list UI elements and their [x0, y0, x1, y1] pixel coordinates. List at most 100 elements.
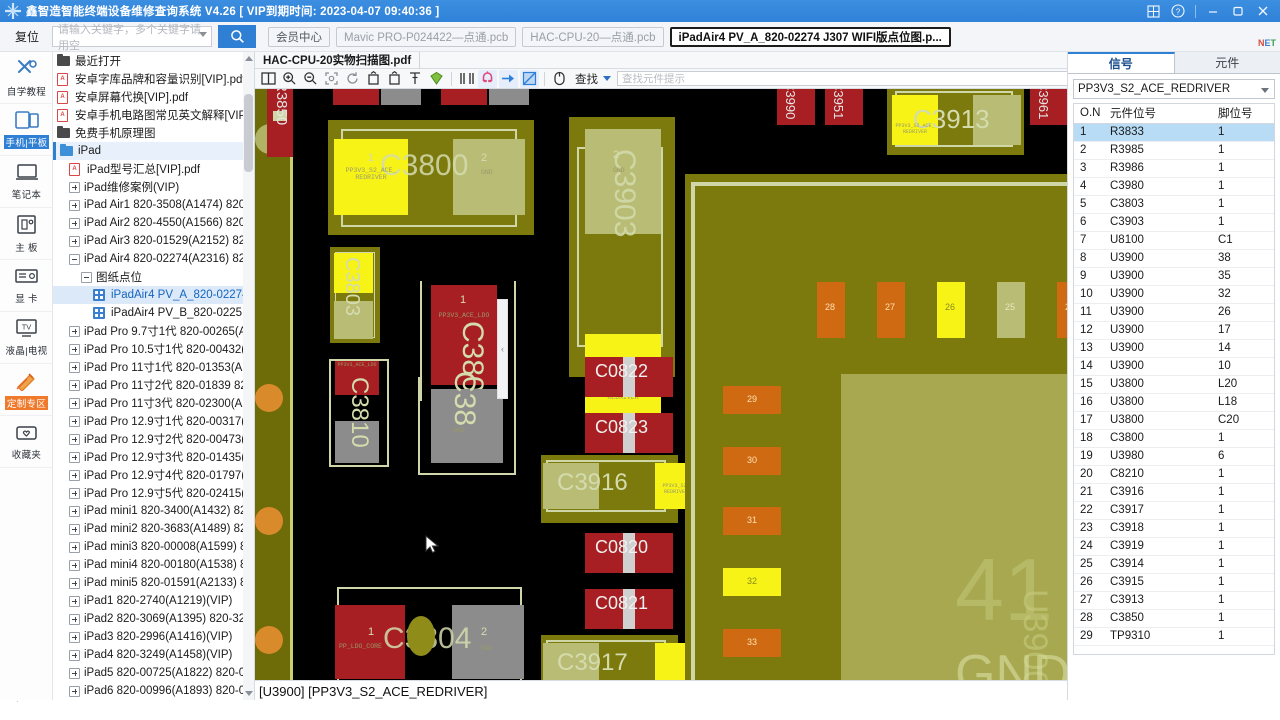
scroll-down-icon[interactable]: [245, 691, 253, 696]
close-icon[interactable]: [1255, 3, 1271, 19]
pad-U3900-32[interactable]: [723, 568, 781, 596]
rail-item-graphics-card[interactable]: 显 卡: [0, 260, 53, 312]
pad-C3917-2[interactable]: [543, 643, 599, 680]
tree-item[interactable]: iPad维修案例(VIP): [53, 178, 248, 196]
pad-U3900-27[interactable]: [877, 282, 905, 338]
component-C3804-1[interactable]: [335, 605, 405, 679]
pad-C3803-2[interactable]: [334, 301, 373, 339]
rail-item-favorites[interactable]: 收藏夹: [0, 416, 53, 468]
tree-item[interactable]: iPad Pro 12.9寸5代 820-02415(A2...: [53, 484, 254, 502]
zoom-in-icon[interactable]: [280, 70, 299, 88]
tree-item[interactable]: iPad Pro 12.9寸1代 820-00317(A1...: [53, 412, 254, 430]
expand-icon[interactable]: [69, 667, 80, 679]
pad-C3913-1[interactable]: [892, 95, 938, 145]
expand-icon[interactable]: [69, 325, 80, 337]
tree-scrollbar[interactable]: [243, 52, 254, 700]
expand-icon[interactable]: [69, 541, 80, 553]
chevron-down-icon[interactable]: [199, 32, 207, 37]
expand-icon[interactable]: [69, 469, 80, 481]
expand-icon[interactable]: [69, 487, 80, 499]
maximize-icon[interactable]: [1230, 3, 1246, 19]
pad-C3916-2[interactable]: [543, 463, 599, 509]
expand-icon[interactable]: [69, 235, 80, 247]
diamond-icon[interactable]: [427, 70, 446, 88]
rotate-icon[interactable]: [343, 70, 362, 88]
pcb-viewer-canvas[interactable]: R3850 R3817 R3890 C3800 1 2 PP3V3_S2_ACE…: [255, 89, 1067, 680]
tree-item[interactable]: iPad mini3 820-00008(A1599) 820...: [53, 538, 254, 556]
tree-item[interactable]: iPad Pro 11寸1代 820-01353(A198...: [53, 358, 254, 376]
pad-U3900-24[interactable]: [1057, 282, 1067, 338]
tree-item[interactable]: iPad Pro 9.7寸1代 820-00265(A16...: [53, 322, 254, 340]
collapse-panel-handle[interactable]: ‹: [497, 299, 508, 399]
expand-icon[interactable]: [69, 361, 80, 373]
pad-C3810-2[interactable]: [335, 421, 379, 463]
minimize-icon[interactable]: [1205, 3, 1221, 19]
tree-item[interactable]: iPadAir4 PV_B_820-02251 J...: [53, 304, 254, 322]
collapse-icon[interactable]: [69, 253, 80, 265]
magnet-icon[interactable]: [478, 69, 497, 88]
component-C3810[interactable]: [335, 361, 379, 395]
component-C3951[interactable]: [825, 89, 863, 125]
tree-item[interactable]: iPad6 820-00996(A1893) 820-013...: [53, 682, 254, 700]
step-forward-icon[interactable]: [499, 69, 518, 88]
pad-U3900-28[interactable]: [817, 282, 845, 338]
tree-item[interactable]: iPad: [53, 142, 248, 160]
tree-item[interactable]: iPad Pro 11寸3代 820-02300(A237...: [53, 394, 254, 412]
mirror-icon[interactable]: [457, 70, 476, 88]
pad-C38xx-2[interactable]: [431, 389, 503, 463]
tree-item[interactable]: 免费手机原理图: [53, 124, 248, 142]
chevron-down-icon[interactable]: [1261, 88, 1269, 93]
flip-horizontal-icon[interactable]: [385, 70, 404, 88]
two-page-view-icon[interactable]: [259, 70, 278, 88]
tree-item[interactable]: iPad Air4 820-02274(A2316) 820-...: [53, 250, 254, 268]
pad-C3804-2[interactable]: [452, 605, 524, 679]
sub-tab-hac-cpu-20-scan[interactable]: HAC-CPU-20实物扫描图.pdf: [255, 51, 421, 69]
rail-item-laptop[interactable]: 笔记本: [0, 156, 53, 208]
expand-icon[interactable]: [69, 397, 80, 409]
component-R3850[interactable]: [267, 89, 293, 157]
tree-item[interactable]: iPad Pro 12.9寸4代 820-01797(A2...: [53, 466, 254, 484]
expand-icon[interactable]: [69, 631, 80, 643]
collapse-icon[interactable]: [81, 271, 92, 283]
net-select[interactable]: PP3V3_S2_ACE_REDRIVER: [1073, 79, 1275, 99]
tab-signal[interactable]: 信号: [1068, 52, 1175, 73]
expand-icon[interactable]: [69, 217, 80, 229]
expand-icon[interactable]: [69, 181, 80, 193]
expand-icon[interactable]: [69, 379, 80, 391]
pad-U3900-29[interactable]: [723, 386, 781, 414]
expand-icon[interactable]: [69, 649, 80, 661]
expand-icon[interactable]: [69, 595, 80, 607]
reset-button[interactable]: 复位: [8, 25, 46, 48]
pad-U3900-31[interactable]: [723, 507, 781, 535]
flip-vertical-icon[interactable]: [364, 70, 383, 88]
tab-ipadair4-pv-a[interactable]: iPadAir4 PV_A_820-02274 J307 WIFI版点位图.p.…: [669, 26, 951, 47]
component-R3890[interactable]: [441, 89, 487, 105]
tree-item[interactable]: 最近打开: [53, 52, 248, 70]
mouse-icon[interactable]: [550, 70, 569, 88]
chevron-down-icon[interactable]: [603, 76, 611, 81]
scroll-up-icon[interactable]: [245, 56, 253, 61]
tree-item[interactable]: iPad Air1 820-3508(A1474) 820-3...: [53, 196, 254, 214]
expand-icon[interactable]: [69, 415, 80, 427]
rail-item-phone-tablet[interactable]: 手机|平板: [0, 104, 53, 156]
rail-item-lcd-tv[interactable]: TV 液晶|电视: [0, 312, 53, 364]
